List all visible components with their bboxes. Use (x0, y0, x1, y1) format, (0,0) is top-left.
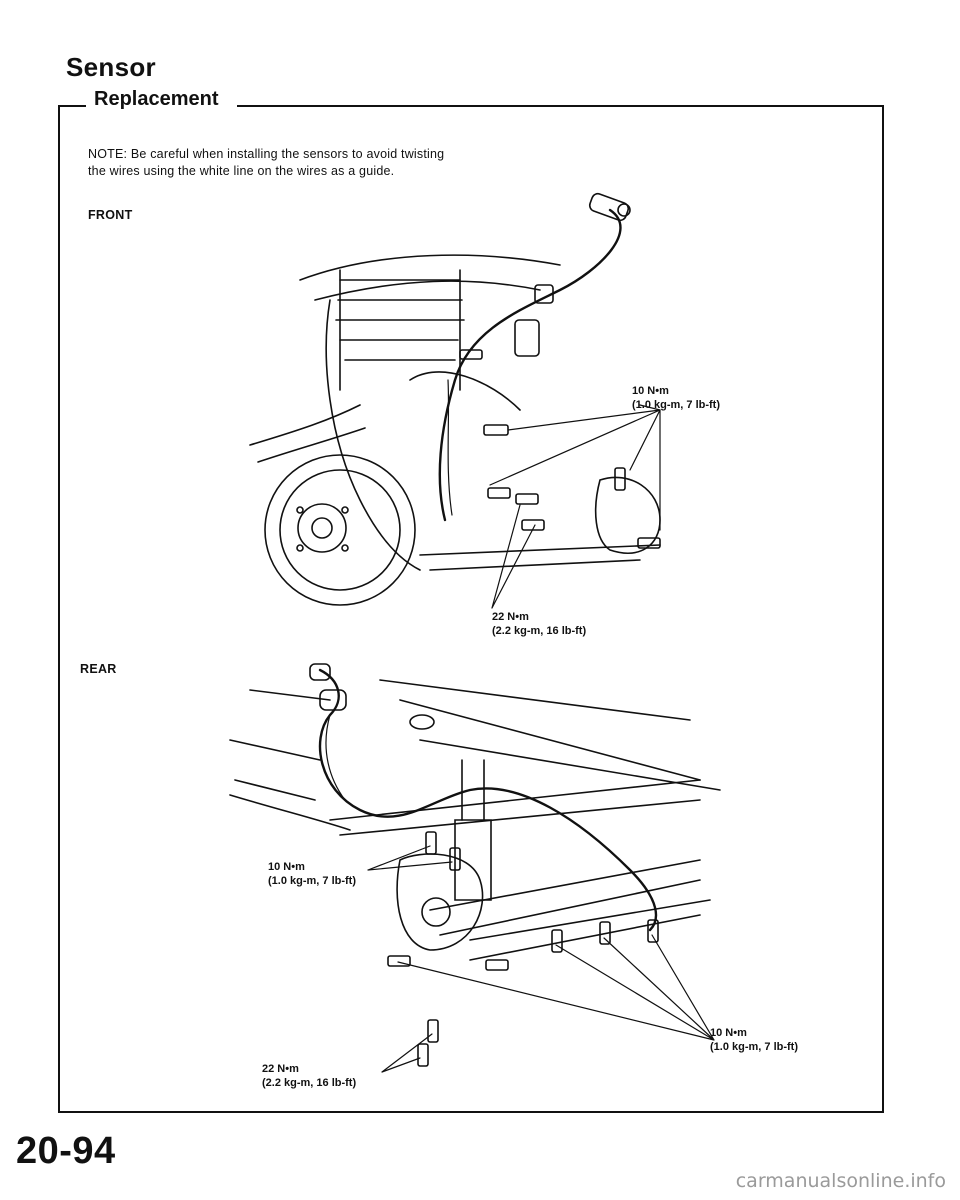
section-subheading: Replacement (92, 88, 221, 111)
torque-spec: (1.0 kg-m, 7 lb-ft) (268, 875, 357, 887)
page-heading: Sensor (66, 52, 156, 82)
torque-value: 10 N•m (268, 861, 305, 873)
frame-top-rule-left (58, 105, 86, 107)
torque-spec: (2.2 kg-m, 16 lb-ft) (492, 625, 587, 637)
torque-spec: (1.0 kg-m, 7 lb-ft) (632, 399, 721, 411)
page-number: 20-94 (16, 1130, 116, 1172)
torque-value: 22 N•m (492, 611, 529, 623)
torque-spec: (1.0 kg-m, 7 lb-ft) (710, 1041, 799, 1053)
front-label: FRONT (88, 208, 133, 222)
rear-torque-10nm-right: 10 N•m (1.0 kg-m, 7 lb-ft) (710, 1026, 798, 1054)
rear-torque-10nm-left: 10 N•m (1.0 kg-m, 7 lb-ft) (268, 860, 356, 888)
front-torque-22nm: 22 N•m (2.2 kg-m, 16 lb-ft) (492, 610, 586, 638)
watermark: carmanualsonline.info (735, 1170, 946, 1192)
bolt-icon (388, 832, 658, 1066)
torque-value: 10 N•m (710, 1027, 747, 1039)
rear-suspension-illustration (230, 664, 720, 1072)
front-torque-10nm: 10 N•m (1.0 kg-m, 7 lb-ft) (632, 384, 720, 412)
rear-torque-22nm: 22 N•m (2.2 kg-m, 16 lb-ft) (262, 1062, 356, 1090)
frame-top-rule-right (237, 105, 884, 107)
torque-value: 10 N•m (632, 385, 669, 397)
torque-value: 22 N•m (262, 1063, 299, 1075)
bolt-icon (460, 350, 660, 548)
installation-note: NOTE: Be careful when installing the sen… (88, 147, 445, 178)
front-suspension-illustration (250, 192, 660, 608)
section-frame (58, 105, 884, 1113)
rear-label: REAR (80, 662, 117, 676)
torque-spec: (2.2 kg-m, 16 lb-ft) (262, 1077, 357, 1089)
